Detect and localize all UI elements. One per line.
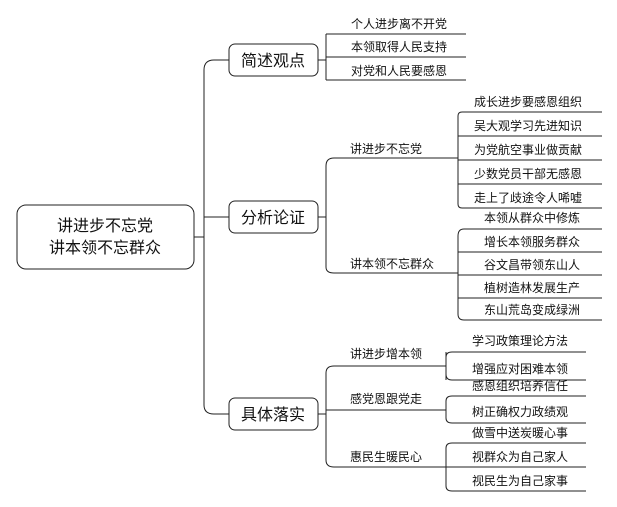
branch-label: 简述观点 — [241, 51, 305, 70]
central-line1: 讲进步不忘党 — [57, 216, 153, 235]
central-connectors — [194, 59, 229, 415]
leaf-text: 成长进步要感恩组织 — [474, 94, 582, 109]
branch-label: 具体落实 — [241, 405, 305, 424]
leaf-text: 走上了歧途令人唏嘘 — [474, 190, 582, 205]
leaf-text: 吴大观学习先进知识 — [474, 118, 582, 133]
leaf-text: 植树造林发展生产 — [484, 280, 580, 295]
leaf-text: 东山荒岛变成绿洲 — [484, 302, 580, 317]
branch-overview: 简述观点 个人进步离不开党 本领取得人民支持 对党和人民要感恩 — [228, 16, 466, 81]
leaf-text: 视民生为自己家事 — [472, 473, 568, 488]
leaf-text: 感恩组织培养信任 — [472, 378, 568, 393]
leaf-text: 视群众为自己家人 — [472, 449, 568, 464]
group-label: 讲进步不忘党 — [350, 141, 422, 156]
leaf-text: 做雪中送炭暖心事 — [472, 425, 568, 440]
leaf-text: 增强应对困难本领 — [472, 361, 568, 376]
branch-implementation: 具体落实 讲进步增本领 学习政策理论方法 增强应对困难本领 感党恩跟党走 感恩组… — [228, 333, 586, 492]
leaf-text: 本领取得人民支持 — [351, 39, 447, 54]
group-label: 讲进步增本领 — [350, 346, 422, 361]
leaf-text: 为党航空事业做贡献 — [474, 142, 582, 157]
leaf-text: 个人进步离不开党 — [351, 16, 447, 31]
leaf-text: 谷文昌带领东山人 — [484, 257, 580, 272]
leaf-text: 少数党员干部无感恩 — [474, 166, 582, 181]
central-topic: 讲进步不忘党 讲本领不忘群众 — [16, 204, 195, 270]
leaf-text: 对党和人民要感恩 — [351, 63, 447, 78]
branch-label: 分析论证 — [241, 208, 305, 227]
leaf-text: 学习政策理论方法 — [472, 333, 568, 348]
leaf-text: 树正确权力政绩观 — [472, 404, 568, 419]
group-label: 感党恩跟党走 — [350, 391, 422, 406]
central-line2: 讲本领不忘群众 — [49, 238, 161, 257]
branch-analysis: 分析论证 讲进步不忘党 成长进步要感恩组织 吴大观学习先进知识 为党航空事业做贡… — [228, 94, 602, 321]
group-label: 惠民生暖民心 — [350, 450, 422, 464]
group-label: 讲本领不忘群众 — [350, 256, 434, 271]
leaf-text: 增长本领服务群众 — [484, 234, 580, 249]
leaf-text: 本领从群众中修炼 — [484, 210, 580, 225]
